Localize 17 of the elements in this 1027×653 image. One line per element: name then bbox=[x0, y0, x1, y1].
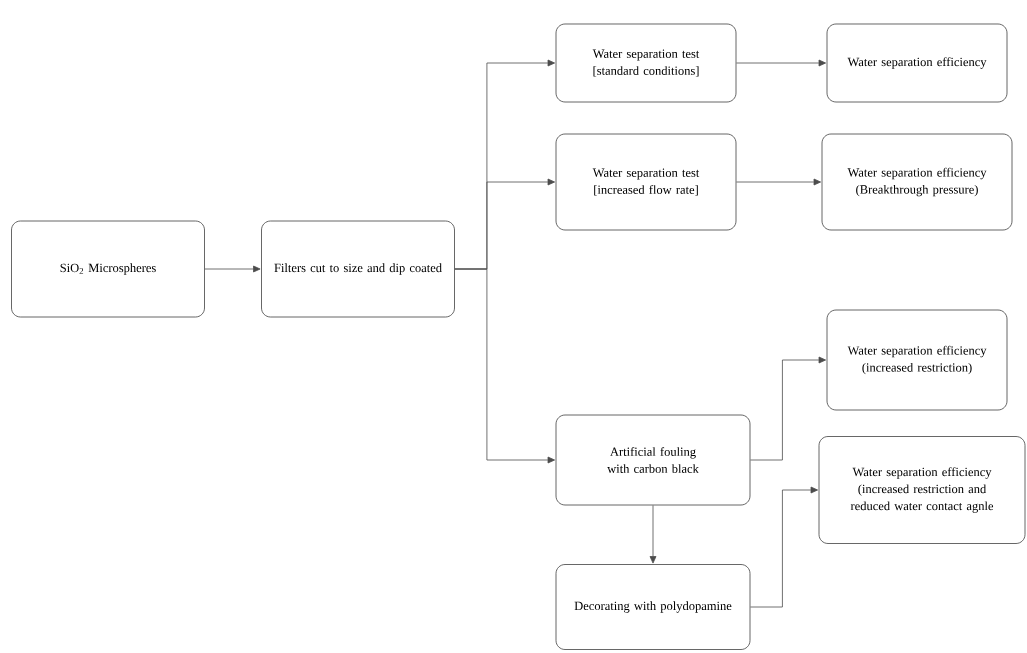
process-box: Filters cut to size and dip coated bbox=[261, 220, 455, 318]
process-box: Water separation test [standard conditions] bbox=[555, 23, 737, 103]
arrow bbox=[736, 178, 821, 186]
process-box: Artificial fouling with carbon black bbox=[555, 414, 751, 506]
arrow bbox=[736, 59, 826, 67]
process-box: Water separation efficiency bbox=[826, 23, 1008, 103]
process-box: SiO$_{2}$ Microspheres bbox=[11, 220, 205, 318]
arrow bbox=[204, 265, 261, 273]
process-box: Water separation efficiency (Breakthrough pressure) bbox=[821, 133, 1013, 231]
process-box: Water separation efficiency (increased restriction and reduced water contact agnle bbox=[818, 436, 1026, 544]
arrow bbox=[750, 486, 818, 608]
process-box: Water separation test [increased flow rate] bbox=[555, 133, 737, 231]
arrow bbox=[750, 356, 826, 461]
arrow bbox=[454, 268, 555, 464]
arrow bbox=[649, 505, 657, 564]
process-box: Water separation efficiency (increased restriction) bbox=[826, 309, 1008, 411]
process-box: Decorating with polydopamine bbox=[555, 564, 751, 650]
